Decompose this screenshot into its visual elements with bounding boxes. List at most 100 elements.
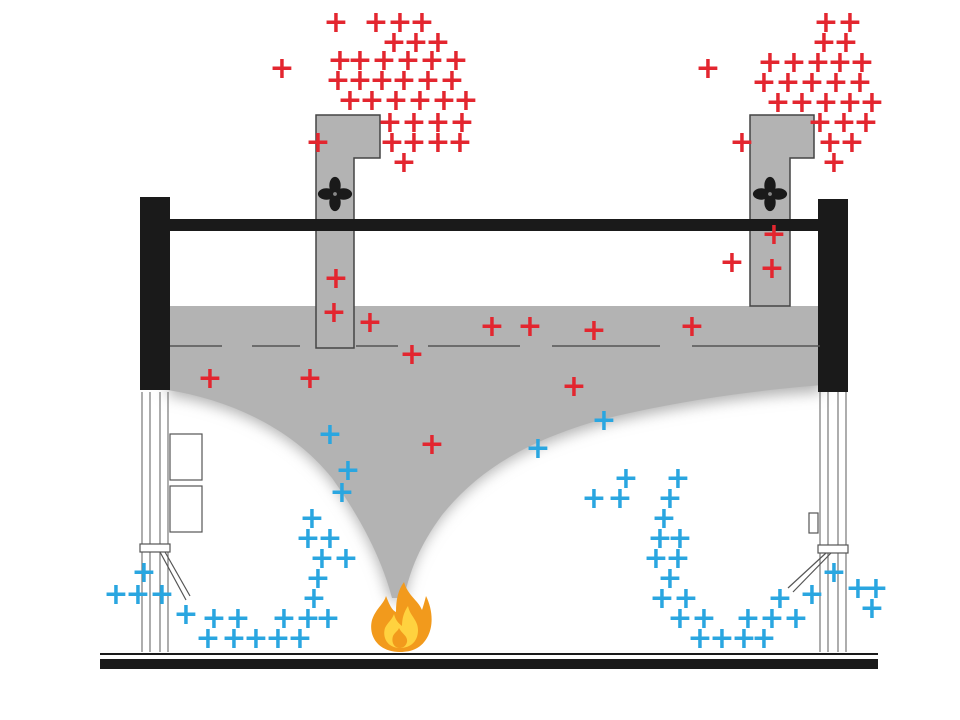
cold-particle-icon: + bbox=[751, 621, 776, 656]
hot-particle-icon: + bbox=[379, 125, 404, 160]
hot-particle-icon: + bbox=[807, 105, 832, 140]
hot-particle-icon: + bbox=[453, 83, 478, 118]
cold-particle-icon: + bbox=[657, 481, 682, 516]
hot-particle-icon: + bbox=[403, 25, 428, 60]
cold-particle-icon: + bbox=[665, 461, 690, 496]
door-icon bbox=[139, 543, 191, 601]
hot-particle-icon: + bbox=[751, 65, 776, 100]
right-wall-lower bbox=[819, 392, 847, 652]
hot-particle-icon: + bbox=[325, 63, 350, 98]
cold-particle-icon: + bbox=[131, 555, 156, 590]
cold-particle-icon: + bbox=[299, 501, 324, 536]
right-smoke-duct bbox=[749, 114, 815, 307]
hot-particle-icon: + bbox=[383, 83, 408, 118]
smoke-plume bbox=[168, 340, 822, 600]
hot-particle-icon: + bbox=[357, 305, 382, 340]
fire-icon bbox=[371, 582, 432, 652]
hot-particle-icon: + bbox=[391, 63, 416, 98]
hot-particle-icon: + bbox=[811, 25, 836, 60]
cold-particle-icon: + bbox=[221, 621, 246, 656]
hot-particle-icon: + bbox=[679, 309, 704, 344]
cold-particle-icon: + bbox=[103, 577, 128, 612]
hot-particle-icon: + bbox=[805, 45, 830, 80]
door-icon bbox=[787, 544, 849, 593]
cold-particle-icon: + bbox=[149, 577, 174, 612]
cold-particle-icon: + bbox=[731, 621, 756, 656]
hot-particle-icon: + bbox=[821, 145, 846, 180]
cold-particle-icon: + bbox=[691, 601, 716, 636]
floor-line bbox=[100, 653, 878, 655]
cold-particle-icon: + bbox=[667, 601, 692, 636]
hot-particle-icon: + bbox=[347, 43, 372, 78]
cold-particle-icon: + bbox=[859, 591, 884, 626]
hot-particle-icon: + bbox=[859, 85, 884, 120]
window-icon bbox=[808, 512, 819, 534]
cold-particle-icon: + bbox=[767, 581, 792, 616]
cold-particle-icon: + bbox=[125, 577, 150, 612]
hot-particle-icon: + bbox=[765, 85, 790, 120]
hot-particle-icon: + bbox=[407, 83, 432, 118]
cold-particle-icon: + bbox=[265, 621, 290, 656]
hot-particle-icon: + bbox=[415, 63, 440, 98]
hot-particle-icon: + bbox=[337, 83, 362, 118]
cold-particle-icon: + bbox=[301, 581, 326, 616]
cold-particle-icon: + bbox=[613, 461, 638, 496]
hot-particle-icon: + bbox=[409, 5, 434, 40]
hot-particle-icon: + bbox=[431, 83, 456, 118]
hot-particle-icon: + bbox=[425, 105, 450, 140]
hot-particle-icon: + bbox=[425, 125, 450, 160]
ceiling-beam bbox=[168, 219, 820, 231]
hot-particle-icon: + bbox=[833, 25, 858, 60]
cold-particle-icon: + bbox=[225, 601, 250, 636]
cold-particle-icon: + bbox=[709, 621, 734, 656]
hot-particle-icon: + bbox=[759, 251, 784, 286]
hot-particle-icon: + bbox=[419, 427, 444, 462]
hot-particle-icon: + bbox=[297, 361, 322, 396]
cold-particle-icon: + bbox=[243, 621, 268, 656]
hot-particle-icon: + bbox=[401, 105, 426, 140]
cold-particle-icon: + bbox=[759, 601, 784, 636]
cold-particle-icon: + bbox=[657, 561, 682, 596]
hot-particle-icon: + bbox=[757, 45, 782, 80]
cold-particle-icon: + bbox=[607, 481, 632, 516]
cold-particle-icon: + bbox=[665, 541, 690, 576]
hot-particle-icon: + bbox=[817, 125, 842, 160]
cold-particle-icon: + bbox=[647, 521, 672, 556]
window-icon bbox=[169, 485, 203, 533]
hot-particle-icon: + bbox=[839, 125, 864, 160]
hot-smoke-particles: ++++++++++++++++++++++++++++++++++++++++… bbox=[197, 5, 884, 462]
hot-particle-icon: + bbox=[399, 337, 424, 372]
cold-particle-icon: + bbox=[309, 541, 334, 576]
cold-particle-icon: + bbox=[643, 541, 668, 576]
cold-particle-icon: + bbox=[783, 601, 808, 636]
cold-particle-icon: + bbox=[581, 481, 606, 516]
left-wall-lower bbox=[141, 392, 169, 652]
right-wall bbox=[818, 199, 848, 392]
hot-particle-icon: + bbox=[327, 43, 352, 78]
hot-particle-icon: + bbox=[323, 5, 348, 40]
cold-particle-icon: + bbox=[295, 521, 320, 556]
hot-particle-icon: + bbox=[447, 125, 472, 160]
cold-particle-icon: + bbox=[295, 601, 320, 636]
cold-particle-icon: + bbox=[735, 601, 760, 636]
window-icon bbox=[169, 433, 203, 481]
hot-particle-icon: + bbox=[775, 65, 800, 100]
hot-particle-icon: + bbox=[813, 5, 838, 40]
cold-particle-icon: + bbox=[335, 453, 360, 488]
hot-particle-icon: + bbox=[847, 65, 872, 100]
hot-particle-icon: + bbox=[443, 43, 468, 78]
cold-particle-icon: + bbox=[201, 601, 226, 636]
hot-particle-icon: + bbox=[439, 63, 464, 98]
hot-particle-icon: + bbox=[425, 25, 450, 60]
hot-particle-icon: + bbox=[831, 105, 856, 140]
hot-particle-icon: + bbox=[827, 45, 852, 80]
hot-particle-icon: + bbox=[395, 43, 420, 78]
cold-particle-icon: + bbox=[333, 541, 358, 576]
hot-particle-icon: + bbox=[371, 43, 396, 78]
cold-particle-icon: + bbox=[305, 561, 330, 596]
hot-particle-icon: + bbox=[269, 51, 294, 86]
hot-particle-icon: + bbox=[837, 85, 862, 120]
fresh-air-particles: ++++++++++++++++++++++++++++++++++++++++… bbox=[103, 403, 888, 656]
cold-particle-icon: + bbox=[317, 417, 342, 452]
hot-particle-icon: + bbox=[323, 261, 348, 296]
